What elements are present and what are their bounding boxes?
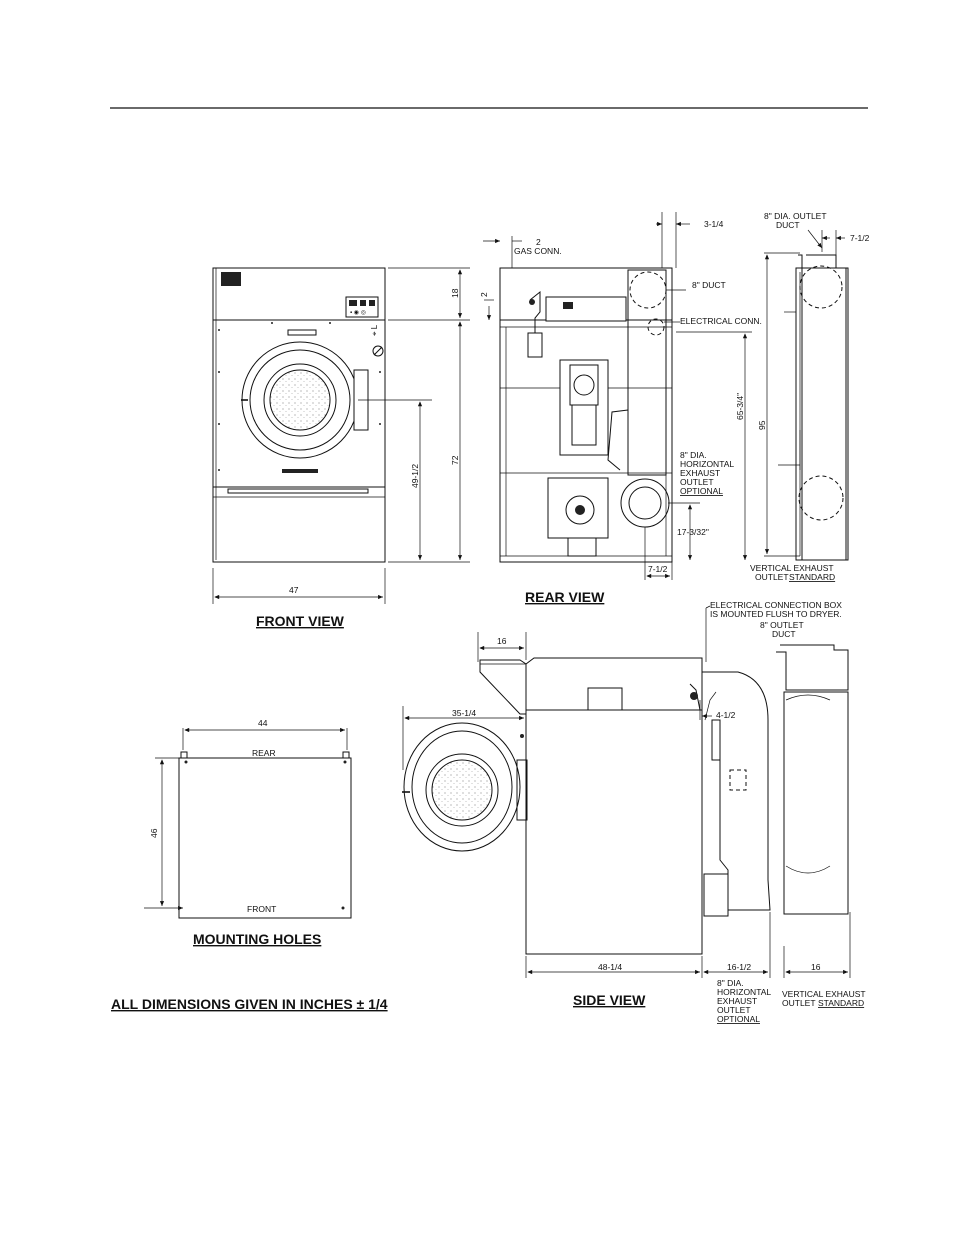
rear-horiz-exhaust-4: OUTLET — [680, 477, 714, 487]
side-horiz-exhaust-4: OUTLET — [717, 1005, 751, 1015]
side-outlet-duct-1: 8" OUTLET — [760, 620, 804, 630]
front-width-dim: 47 — [289, 585, 299, 595]
vert-outlet-duct-1: 8" DIA. OUTLET — [764, 211, 827, 221]
side-vert-exhaust-1: VERTICAL EXHAUST — [782, 989, 866, 999]
mounting-holes-title: MOUNTING HOLES — [193, 931, 321, 947]
rear-gas-conn-label: GAS CONN. — [514, 246, 562, 256]
rear-duct-label: 8" DUCT — [692, 280, 726, 290]
svg-text:⌖ L: ⌖ L — [370, 324, 379, 336]
mounting-rear-label: REAR — [252, 748, 276, 758]
side-electrical-box-2: IS MOUNTED FLUSH TO DRYER. — [710, 609, 842, 619]
rear-horiz-exhaust-3: EXHAUST — [680, 468, 720, 478]
side-electrical-box-1: ELECTRICAL CONNECTION BOX — [710, 600, 842, 610]
side-horiz-exhaust-1: 8" DIA. — [717, 978, 744, 988]
rear-electrical-conn-label: ELECTRICAL CONN. — [680, 316, 762, 326]
vert-exhaust-label-3: STANDARD — [789, 572, 835, 582]
mounting-holes-view: 44 46 REAR FRONT MOUNTING HOLES — [144, 718, 352, 947]
rear-gas-drop-dim: 2 — [479, 292, 489, 297]
side-small-offset-dim: 4-1/2 — [716, 710, 736, 720]
rear-top-offset-dim: 3-1/4 — [704, 219, 724, 229]
rear-view-title: REAR VIEW — [525, 589, 605, 605]
vertical-exhaust-view: 95 8" DIA. OUTLET DUCT 7-1/2 VERTICAL EX… — [750, 211, 870, 582]
side-vert-exhaust-3: STANDARD — [818, 998, 864, 1008]
side-horiz-exhaust-3: EXHAUST — [717, 996, 757, 1006]
rear-horiz-exhaust-2: HORIZONTAL — [680, 459, 734, 469]
side-depth-dim: 48-1/4 — [598, 962, 622, 972]
front-total-height-dim: 72 — [450, 455, 460, 465]
side-view-title: SIDE VIEW — [573, 992, 646, 1008]
rear-exhaust-height-dim: 17-3/32" — [677, 527, 709, 537]
rear-horiz-exhaust-5: OPTIONAL — [680, 486, 723, 496]
rear-horiz-exhaust-1: 8" DIA. — [680, 450, 707, 460]
vert-exhaust-label-2: OUTLET — [755, 572, 789, 582]
svg-text:▪ ◉ ◎: ▪ ◉ ◎ — [350, 310, 366, 316]
side-vert-ext-dim: 16 — [811, 962, 821, 972]
vert-exhaust-height-dim: 95 — [757, 420, 767, 430]
rear-conn-height-dim: 65-3/4" — [735, 393, 745, 420]
vert-exhaust-label-1: VERTICAL EXHAUST — [750, 563, 834, 573]
rear-exhaust-offset-dim: 7-1/2 — [648, 564, 668, 574]
vert-outlet-offset-dim: 7-1/2 — [850, 233, 870, 243]
front-top-height-dim: 18 — [450, 288, 460, 298]
side-rear-ext-dim: 16-1/2 — [727, 962, 751, 972]
side-horiz-exhaust-5: OPTIONAL — [717, 1014, 760, 1024]
side-vert-exhaust-2: OUTLET — [782, 998, 816, 1008]
front-door-center-dim: 49-1/2 — [410, 464, 420, 488]
side-view: 16 35-1/4 48-1/4 16-1/2 16 4-1/2 ELECTRI… — [402, 600, 866, 1024]
front-view: ▪ ◉ ◎ ⌖ L 47 18 72 49-1 — [212, 267, 470, 629]
mounting-width-dim: 44 — [258, 718, 268, 728]
side-door-depth-dim: 35-1/4 — [452, 708, 476, 718]
rear-gas-offset-dim: 2 — [536, 237, 541, 247]
front-view-title: FRONT VIEW — [256, 613, 345, 629]
dimensions-note: ALL DIMENSIONS GIVEN IN INCHES ± 1/4 — [111, 996, 388, 1012]
mounting-depth-dim: 46 — [149, 828, 159, 838]
mounting-front-label: FRONT — [247, 904, 276, 914]
side-outlet-duct-2: DUCT — [772, 629, 796, 639]
side-horiz-exhaust-2: HORIZONTAL — [717, 987, 771, 997]
vert-outlet-duct-2: DUCT — [776, 220, 800, 230]
side-top-depth-dim: 16 — [497, 636, 507, 646]
rear-view: 2 GAS CONN. 2 3-1/4 8" DUCT ELECTRICAL C… — [479, 212, 762, 605]
